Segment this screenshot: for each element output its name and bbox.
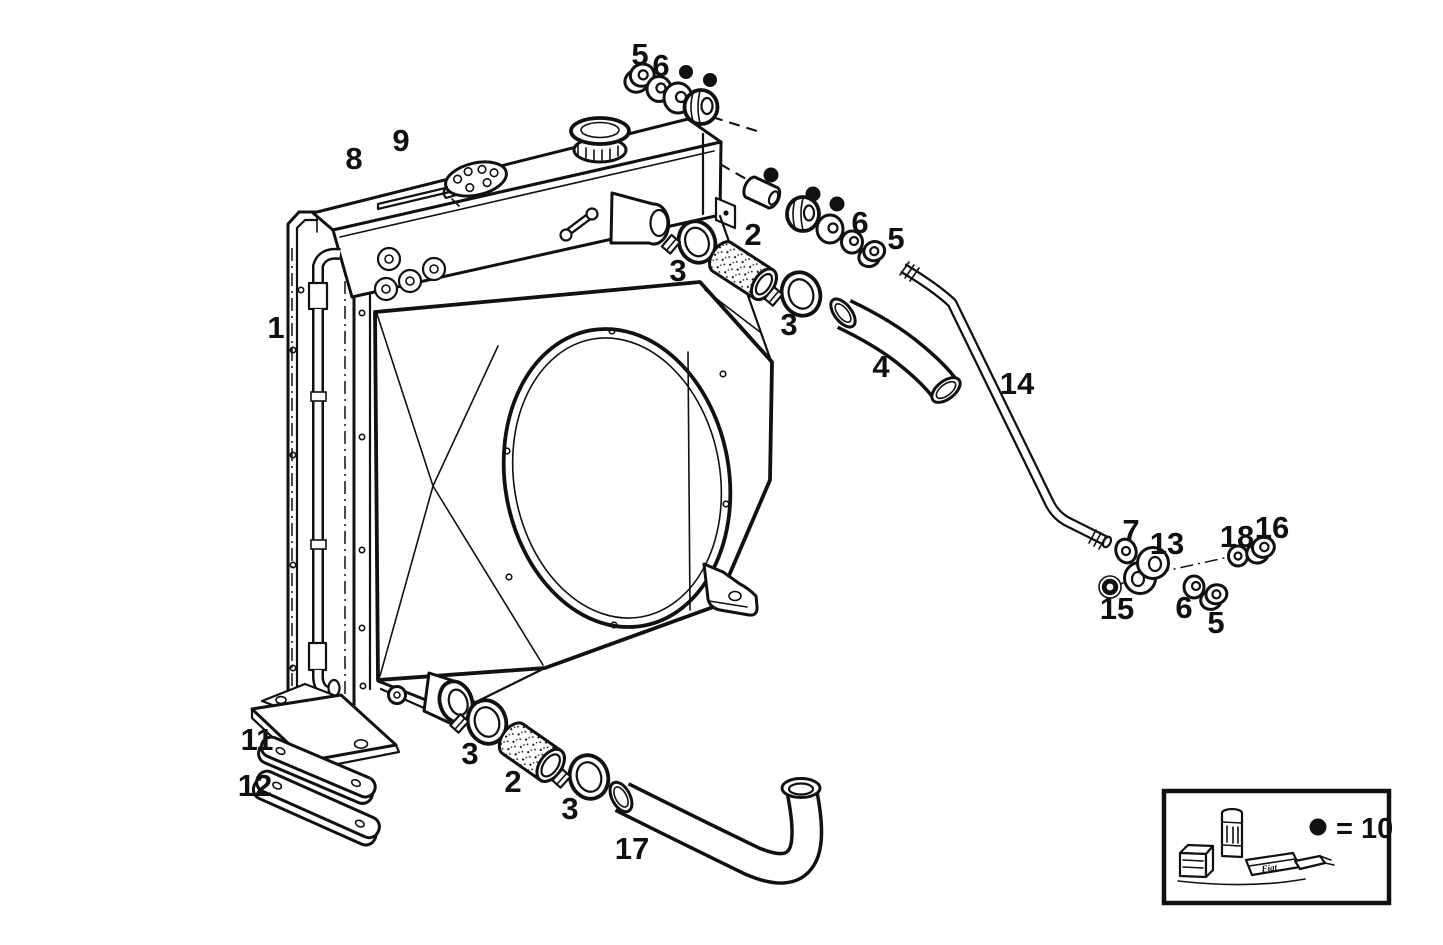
part-10-dot-symbol	[829, 196, 845, 212]
outlet-stub	[376, 666, 547, 726]
part-10-dot-symbol	[679, 65, 693, 79]
hose-sleeve-2	[708, 240, 778, 301]
callout-6: 6	[851, 205, 868, 240]
fastener-cluster-top	[623, 62, 720, 126]
mounting-pad-12	[251, 769, 381, 847]
callout-3: 3	[561, 791, 578, 826]
hose-clamp-3	[449, 698, 509, 746]
hose-clamp-3	[763, 270, 823, 318]
nut-5	[857, 240, 887, 269]
washer	[815, 213, 845, 245]
tank-bolt-heads	[373, 246, 447, 302]
callout-11: 11	[241, 722, 274, 757]
callout-3: 3	[669, 253, 686, 288]
grooved-bushing	[682, 88, 720, 126]
grommet-15	[1098, 575, 1122, 599]
parts-package-illustration: Fiat	[1177, 807, 1335, 886]
callout-17: 17	[615, 831, 649, 866]
pipe-clamp-13	[1123, 546, 1170, 595]
fan-shroud	[373, 214, 774, 682]
filler-neck-flange	[442, 160, 508, 207]
washer-6	[840, 229, 864, 255]
callout-7: 7	[1122, 513, 1139, 548]
callout-5: 5	[631, 37, 648, 72]
lower-hose-group	[449, 698, 824, 885]
callout-14: 14	[1000, 366, 1035, 401]
callout-6: 6	[1175, 590, 1192, 625]
callout-2: 2	[744, 217, 761, 252]
callout-9: 9	[392, 123, 409, 158]
side-frame	[286, 210, 319, 743]
callout-15: 15	[1100, 591, 1134, 626]
washer-7	[1114, 537, 1138, 565]
handle-fitting	[559, 207, 599, 242]
nut-5	[1199, 583, 1229, 611]
callout-8: 8	[345, 141, 362, 176]
spacer-tube	[742, 175, 782, 210]
part-10-dot-symbol	[763, 167, 779, 183]
radiator-cap	[569, 116, 631, 164]
shroud-foot	[702, 562, 759, 617]
legend-box: Fiat = 10	[1161, 788, 1393, 906]
fastener-cluster-right	[742, 175, 887, 269]
callout-3: 3	[461, 736, 478, 771]
mounting-pad-11	[257, 735, 377, 805]
package-brand-label: Fiat	[1260, 862, 1278, 874]
grooved-pad	[785, 195, 821, 233]
legend-equation: = 10	[1336, 813, 1393, 845]
overflow-tube	[307, 247, 341, 698]
callout-5: 5	[1207, 605, 1224, 640]
callout-2: 2	[504, 764, 521, 799]
hose-clamp-3	[660, 219, 718, 265]
callout-5: 5	[887, 221, 904, 256]
part-dots-layer	[679, 65, 845, 212]
hose-4	[829, 297, 962, 404]
fastener-cluster-lower-right	[1098, 535, 1276, 611]
hose-clamp-3	[551, 753, 611, 801]
inlet-spout	[609, 191, 671, 246]
upper-hose-group	[660, 219, 962, 404]
washer-6	[1182, 574, 1206, 600]
callout-3: 3	[780, 307, 797, 342]
radiator-body	[250, 116, 774, 772]
legend-dot-symbol	[1309, 818, 1327, 836]
overflow-pipe-14	[899, 261, 1113, 550]
callout-12: 12	[238, 768, 272, 803]
nut-16	[1245, 535, 1276, 565]
callout-13: 13	[1150, 526, 1184, 561]
callout-16: 16	[1255, 510, 1289, 545]
core-front-frame	[344, 239, 372, 729]
callout-1: 1	[267, 310, 284, 345]
part-10-dot-symbol	[805, 186, 821, 202]
callout-4: 4	[872, 349, 890, 384]
hose-17	[608, 777, 824, 885]
callout-6: 6	[652, 48, 669, 83]
part-10-dot-symbol	[703, 73, 717, 87]
fan-opening	[501, 327, 733, 629]
callout-18: 18	[1220, 519, 1254, 554]
